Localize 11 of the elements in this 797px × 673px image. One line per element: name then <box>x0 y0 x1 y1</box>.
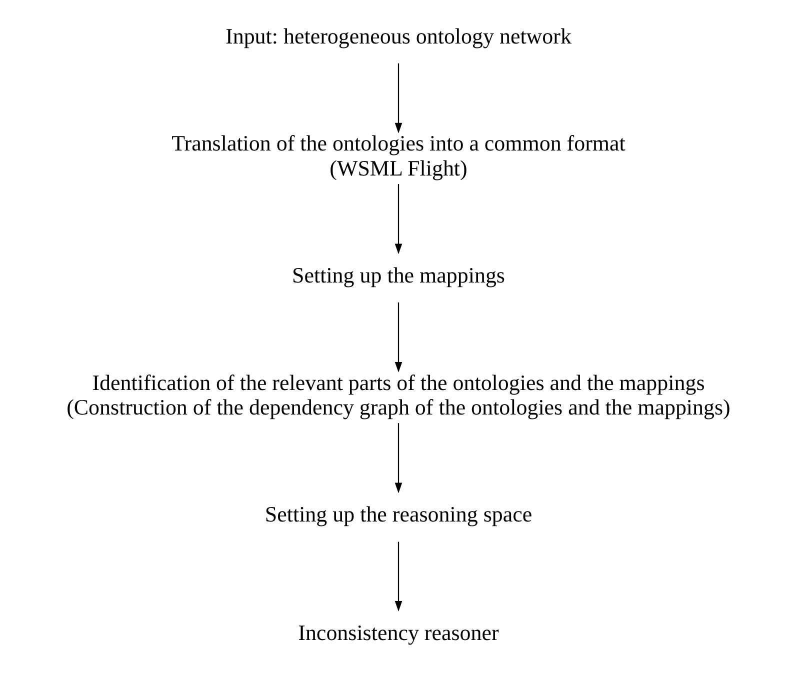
node-text: Inconsistency reasoner <box>298 620 499 645</box>
node-text: Setting up the reasoning space <box>264 502 532 527</box>
arrow <box>394 184 402 254</box>
node-text: Setting up the mappings <box>292 262 505 288</box>
arrow <box>394 63 402 134</box>
arrow <box>394 542 402 612</box>
arrow <box>394 302 402 372</box>
node-text: Translation of the ontologies into a common format (WSML Flight) <box>172 130 626 180</box>
node-text: Identification of the relevant parts of the ontologies and the mappings (Construction of the dependency graph of the ontologies and the mappings) <box>66 370 730 420</box>
node-text: Input: heterogeneous ontology network <box>226 24 572 49</box>
arrow <box>394 423 402 494</box>
